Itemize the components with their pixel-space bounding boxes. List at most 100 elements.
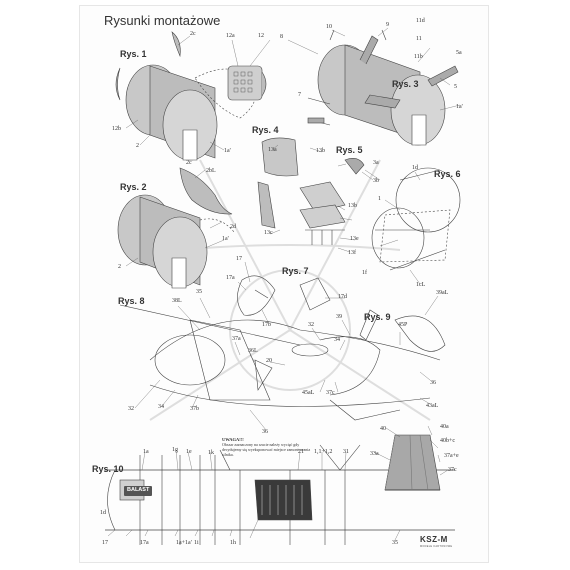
part-label: 43aL: [426, 403, 439, 409]
part-label: 1a+1a': [176, 540, 192, 546]
figure-label: Rys. 1: [120, 49, 147, 59]
part-label: 2c: [186, 160, 192, 166]
part-label: 1a': [224, 148, 231, 154]
part-label: 36L: [248, 348, 258, 354]
part-label: 13a: [268, 147, 277, 153]
figure-label: Rys. 3: [392, 79, 419, 89]
part-label: 1a': [222, 236, 229, 242]
part-label: 37a: [232, 336, 241, 342]
brand-tagline: MODELE KARTONOWE: [420, 545, 453, 548]
part-label: 1d: [100, 510, 106, 516]
part-label: 31: [343, 449, 349, 455]
part-label: 2: [118, 264, 121, 270]
rys2-drawing: [117, 167, 235, 289]
figure-label: Rys. 9: [364, 312, 391, 322]
part-label: 37c: [326, 390, 335, 396]
part-label: 13c: [264, 230, 273, 236]
warning-text: Obszar zaznaczony na rzucie należy wycię…: [222, 442, 311, 457]
part-label: 35: [196, 289, 202, 295]
part-label: 37b: [190, 406, 199, 412]
part-label: 2c: [190, 31, 196, 37]
figure-label: Rys. 7: [282, 266, 309, 276]
rys3-drawing: [307, 29, 459, 146]
part-label: 1g: [172, 447, 178, 453]
part-label: 40a: [440, 424, 449, 430]
part-label: 40: [380, 426, 386, 432]
part-label: 38L: [172, 298, 182, 304]
part-label: 12b: [112, 126, 121, 132]
part-label: 35: [392, 540, 398, 546]
part-label: 11: [416, 36, 422, 42]
part-label: 1d: [412, 165, 418, 171]
part-label: 1i: [194, 540, 199, 546]
part-label: 45aL: [302, 390, 315, 396]
part-label: 20: [266, 358, 272, 364]
part-label: 13b: [348, 203, 357, 209]
part-label: 3b: [373, 178, 379, 184]
figure-label: Rys. 10: [92, 464, 124, 474]
part-label: 12a: [226, 33, 235, 39]
warning-heading: UWAGA!!!: [222, 437, 244, 442]
part-label: 7: [298, 92, 301, 98]
part-label: 39aL: [436, 290, 449, 296]
part-label: 37c: [448, 467, 457, 473]
part-label: 1: [378, 196, 381, 202]
part-label: 13b: [316, 148, 325, 154]
rys7-drawing: [237, 275, 331, 316]
part-label: 36: [262, 429, 268, 435]
part-label: 9: [386, 22, 389, 28]
figure-label: Rys. 5: [336, 145, 363, 155]
part-label: 40b+c: [440, 438, 456, 444]
part-label: 34: [334, 337, 340, 343]
part-label: 17d: [338, 294, 347, 300]
part-label: 13e: [350, 236, 359, 242]
part-label: 17b: [262, 322, 271, 328]
part-label: 5: [454, 84, 457, 90]
part-label: 11d: [416, 18, 425, 24]
part-label: 1a': [456, 104, 463, 110]
part-label: 12: [258, 33, 264, 39]
page-title: Rysunki montażowe: [104, 13, 221, 28]
part-label: 11b: [414, 54, 423, 60]
part-label: 37a+e: [444, 453, 459, 459]
part-label: 21: [298, 449, 304, 455]
figure-label: Rys. 8: [118, 296, 145, 306]
part-label: 36: [430, 380, 436, 386]
part-label: 45P: [398, 322, 408, 328]
part-label: 17a: [226, 275, 235, 281]
part-label: 17a: [140, 540, 149, 546]
figure-label: Rys. 6: [434, 169, 461, 179]
warning-note: UWAGA!!! Obszar zaznaczony na rzucie nal…: [222, 437, 312, 457]
rys8-rys9-drawing: [119, 304, 446, 421]
part-label: 1k: [208, 450, 214, 456]
ballast-tag: BALAST: [124, 486, 153, 496]
part-label: 3a: [373, 160, 379, 166]
rys4-drawing: [257, 137, 365, 245]
part-label: 34: [158, 404, 164, 410]
part-label: 10: [326, 24, 332, 30]
part-label: 1,1+1,2: [314, 449, 333, 455]
part-label: 1h: [230, 540, 236, 546]
part-label: 8: [280, 34, 283, 40]
part-label: 32: [128, 406, 134, 412]
figure-label: Rys. 2: [120, 182, 147, 192]
part-label: 5a: [456, 50, 462, 56]
part-label: 1f: [362, 270, 367, 276]
part-label: 1a: [143, 449, 149, 455]
part-label: 17: [102, 540, 108, 546]
rys1-drawing: [115, 31, 267, 161]
part-label: 2bL: [206, 168, 216, 174]
part-label: 2: [136, 143, 139, 149]
part-label: 1e: [186, 449, 192, 455]
part-label: 13f: [348, 250, 356, 256]
part-label: 33a: [370, 451, 379, 457]
part-label: 17: [236, 256, 242, 262]
rys6-drawing: [371, 167, 461, 271]
brand-logo: KSZ-M: [420, 535, 448, 544]
figure-label: Rys. 4: [252, 125, 279, 135]
part-label: 1cL: [416, 282, 426, 288]
part-label: 32: [308, 322, 314, 328]
part-label: 39: [336, 314, 342, 320]
